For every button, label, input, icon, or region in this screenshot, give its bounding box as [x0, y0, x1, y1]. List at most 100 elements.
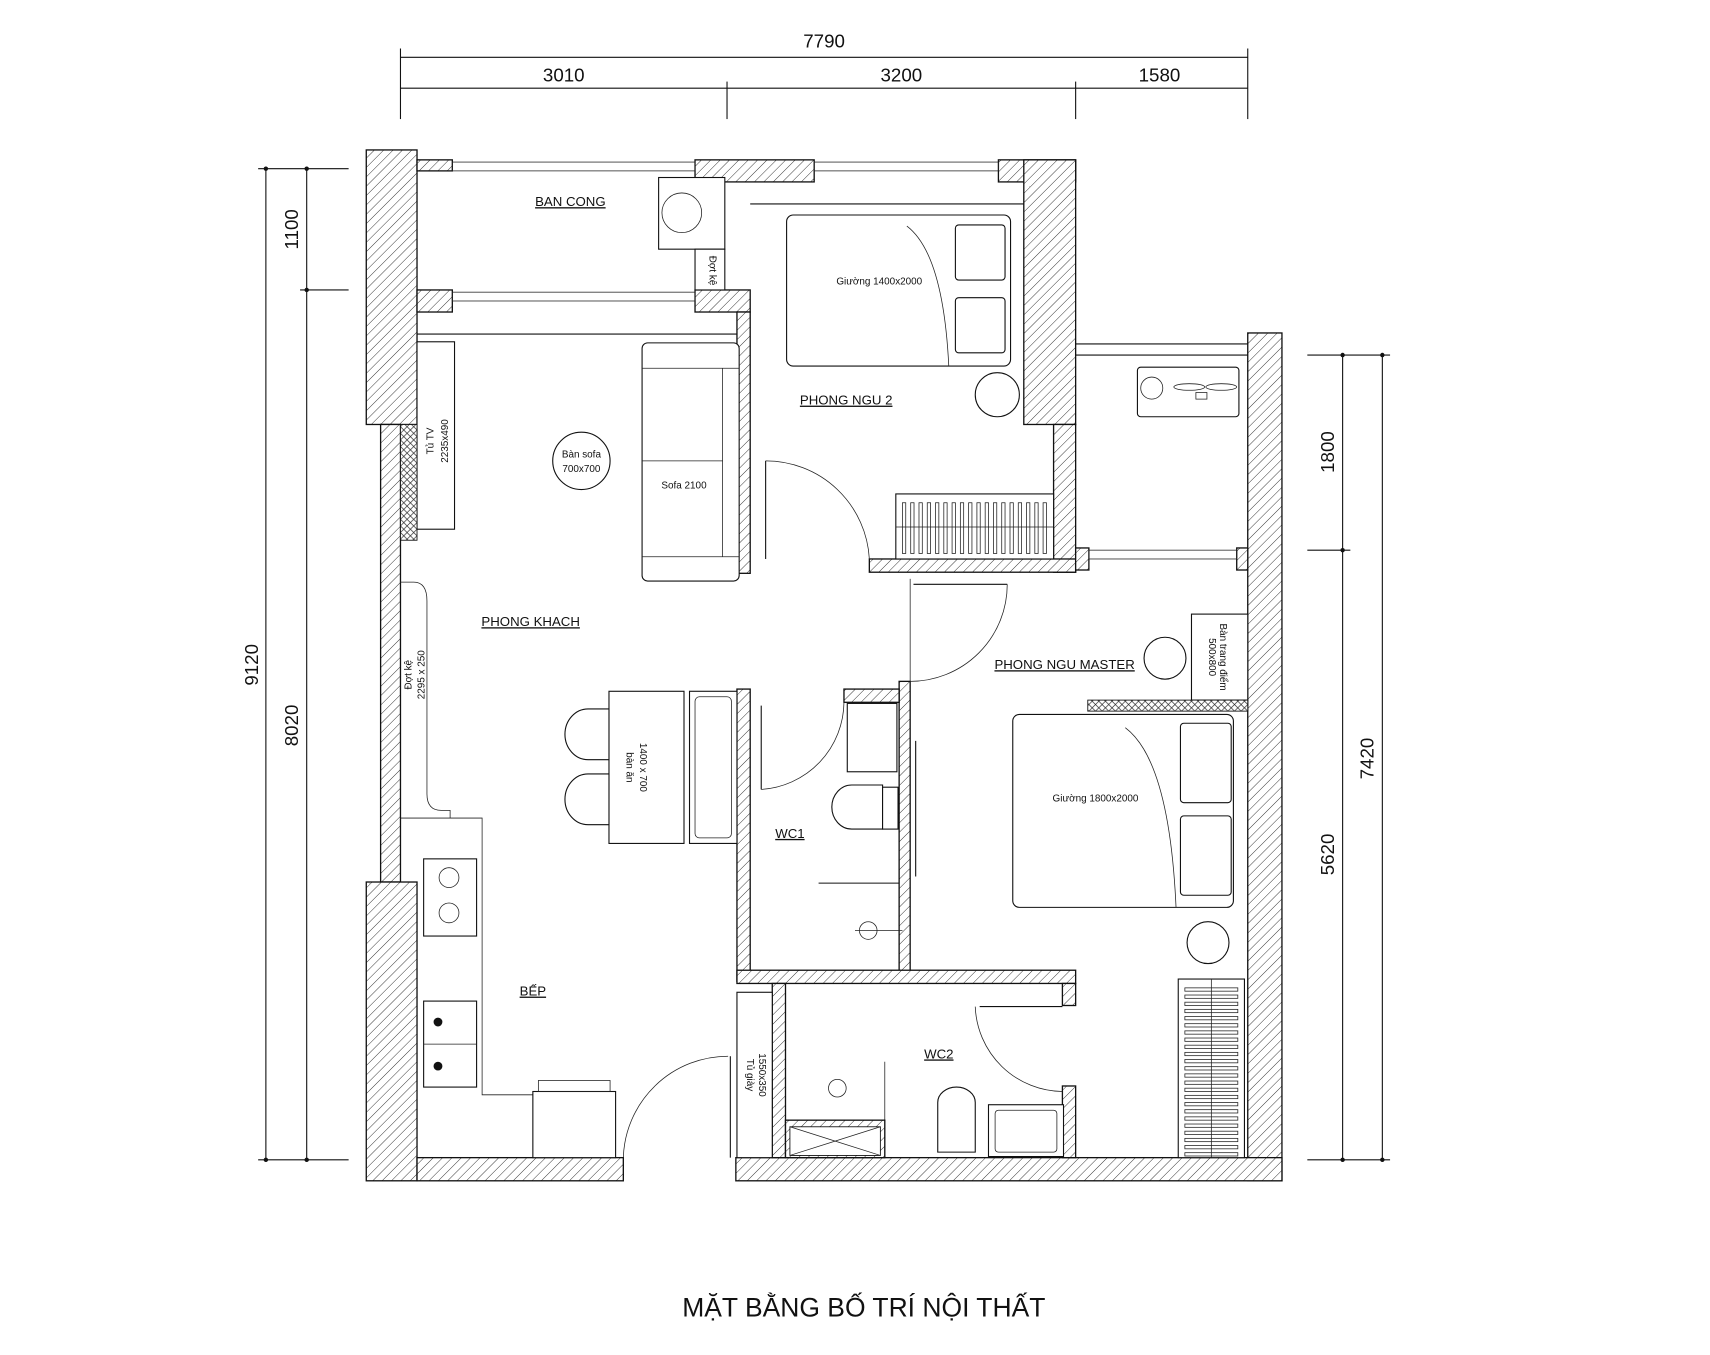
chair	[564, 773, 610, 826]
sofa-table	[552, 431, 611, 491]
fridge	[532, 1090, 617, 1159]
sofa	[641, 342, 740, 582]
room-label-bedroom-2: PHONG NGU 2	[800, 393, 893, 408]
wardrobe-slat	[976, 502, 981, 554]
dim-left-seg-2: 8020	[281, 705, 302, 747]
wardrobe-slat	[1184, 994, 1239, 999]
wardrobe-slat	[935, 502, 940, 554]
room-label-balcony: BAN CONG	[535, 194, 606, 209]
bed-1800	[1012, 713, 1234, 908]
room-kitchen: BẾP Tủ giày 1550x350	[400, 817, 773, 1159]
shoe-cabinet-size: 1550x350	[756, 1053, 767, 1097]
wardrobe-slat	[1184, 1152, 1239, 1157]
wardrobe-slat	[951, 502, 956, 554]
chair	[564, 708, 610, 761]
shelf-balcony-label: Đợt kệ	[706, 256, 717, 286]
shelf-living	[400, 581, 451, 819]
bed-1400-label: Giường 1400x2000	[836, 276, 922, 287]
wardrobe-slat	[968, 502, 973, 554]
wardrobe-slat	[1184, 1001, 1239, 1006]
wardrobe-slat	[1184, 1037, 1239, 1042]
room-label-kitchen: BẾP	[520, 984, 547, 999]
room-living: Tủ TV 2235x490 Bàn sofa 700x700 Sofa 210…	[400, 341, 740, 844]
wardrobe-slat	[1026, 502, 1031, 554]
wardrobe-slat	[1184, 1145, 1239, 1150]
dimension-top: 7790 3010 3200 1580	[399, 30, 1249, 120]
sofa-label: Sofa 2100	[661, 480, 707, 491]
cooktop	[423, 858, 478, 937]
wardrobe-slat	[1184, 1059, 1239, 1064]
wardrobe-slat	[984, 502, 989, 554]
wardrobe-slat	[1184, 1044, 1239, 1049]
wardrobe-slat	[918, 502, 923, 554]
dim-right-seg-2: 5620	[1317, 834, 1338, 876]
dim-top-total: 7790	[803, 30, 845, 51]
dimension-right: 1800 5620 7420	[1307, 352, 1391, 1163]
wardrobe-slat	[1184, 1030, 1239, 1035]
shoe-cabinet	[736, 991, 773, 1159]
bed-1800-label: Giường 1800x2000	[1053, 794, 1139, 805]
bed-1400	[786, 214, 1012, 367]
wardrobe-slat	[1184, 1051, 1239, 1057]
dim-top-seg-1: 3010	[543, 65, 585, 86]
wardrobe-slat	[902, 502, 907, 554]
wardrobe-slat	[1184, 1137, 1239, 1143]
dim-top-seg-3: 1580	[1139, 65, 1181, 86]
room-utility	[1136, 366, 1240, 418]
room-label-wc1: WC1	[775, 826, 804, 841]
wardrobe-slat	[1184, 1087, 1239, 1092]
shelf-balcony	[694, 248, 726, 291]
room-label-living: PHONG KHACH	[481, 614, 579, 629]
vanity-label: Bàn trang điểm	[1217, 624, 1228, 691]
wardrobe-slat	[943, 502, 948, 554]
nightstand-master	[1186, 921, 1230, 965]
wardrobe-slat	[1184, 987, 1239, 992]
dim-left-seg-1: 1100	[281, 209, 302, 249]
drawing-title: MẶT BẰNG BỐ TRÍ NỘI THẤT	[682, 1292, 1045, 1322]
dim-right-total: 7420	[1357, 738, 1378, 780]
shelf-living-label: Đợt kệ	[404, 659, 415, 689]
vanity-size: 500x800	[1206, 638, 1217, 676]
entrance-door-swing	[622, 1055, 729, 1158]
wc2-toilet	[937, 1086, 976, 1153]
wardrobe-slat	[1184, 1008, 1239, 1014]
cabinet-dining	[688, 690, 738, 844]
room-wc1: WC1	[760, 702, 917, 940]
stool	[1143, 636, 1187, 680]
wardrobe-slat	[1184, 1094, 1239, 1100]
shower-icon	[828, 1078, 847, 1098]
wardrobe-slat	[1042, 502, 1047, 554]
wardrobe-slat	[1184, 1023, 1239, 1028]
wardrobe-slat	[1034, 502, 1039, 554]
wardrobe-slat	[1009, 502, 1014, 554]
shoe-cabinet-label: Tủ giày	[744, 1059, 755, 1092]
dimension-left: 9120 1100 8020	[241, 166, 349, 1163]
nightstand-bedroom-2	[974, 372, 1020, 418]
dim-top-seg-2: 3200	[880, 65, 922, 86]
room-master: PHONG NGU MASTER Bàn trang điểm 500x800 …	[909, 578, 1249, 1159]
tv-cabinet-label: Tủ TV	[426, 427, 437, 454]
wardrobe-slat	[1184, 1109, 1239, 1114]
wardrobe-slat	[959, 502, 965, 554]
dining-table-size: 1400 x 700	[637, 743, 648, 792]
wardrobe-slat	[910, 502, 915, 554]
room-wc2: WC2	[784, 1006, 1065, 1159]
wardrobe-slat	[1184, 1102, 1239, 1107]
dim-left-total: 9120	[241, 644, 262, 686]
wc2-sink	[987, 1104, 1065, 1158]
wardrobe-slat	[1184, 1130, 1239, 1135]
room-bedroom-2: Giường 1400x2000 PHONG NGU 2	[765, 214, 1055, 560]
room-balcony: BAN CONG Đợt kệ	[535, 176, 726, 291]
tv-cabinet	[416, 341, 456, 530]
wardrobe-slat	[1184, 1066, 1239, 1071]
wc1-toilet	[831, 784, 884, 830]
wardrobe-slat	[1184, 1123, 1239, 1128]
walls	[365, 149, 1283, 1182]
wardrobe-slat	[1017, 502, 1022, 554]
dim-right-seg-1: 1800	[1317, 431, 1338, 473]
wardrobe-slat	[926, 502, 931, 554]
wardrobe-slat	[1184, 1016, 1239, 1021]
shelf-living-size: 2295 x 250	[417, 650, 428, 699]
wardrobe-slat	[1184, 1073, 1239, 1078]
